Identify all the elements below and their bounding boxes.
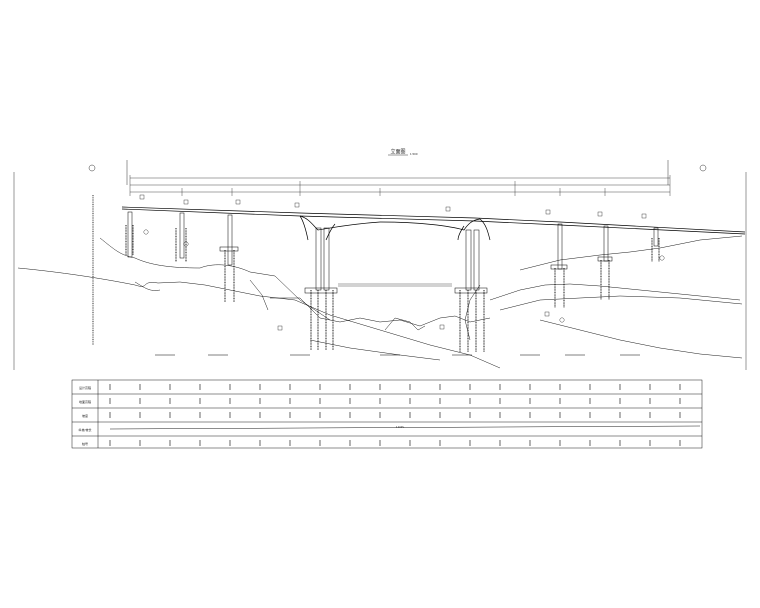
row-label-slope: 坡度 bbox=[82, 413, 88, 418]
row-label-grade-length: 纵坡/坡长 bbox=[78, 427, 91, 432]
pier-6 bbox=[465, 229, 472, 291]
slope-annotation: 2.200% bbox=[396, 426, 404, 429]
pile-foundations bbox=[125, 225, 660, 352]
piers bbox=[127, 211, 659, 291]
bridge-deck bbox=[121, 206, 746, 241]
pier-5 bbox=[323, 227, 330, 291]
pier-2 bbox=[179, 212, 185, 259]
pier-8 bbox=[557, 223, 563, 270]
row-label-station: 桩号 bbox=[82, 441, 88, 446]
end-markers bbox=[88, 160, 707, 185]
pier-9 bbox=[603, 225, 609, 262]
dimension-chain bbox=[129, 175, 671, 196]
pier-3 bbox=[227, 214, 233, 266]
pier-10 bbox=[653, 227, 659, 247]
table-row-labels: 设计高程 地面高程 坡度 纵坡/坡长 桩号 2.200% bbox=[78, 385, 404, 446]
profile-table bbox=[71, 379, 703, 449]
table-value-marks bbox=[109, 384, 681, 446]
pile-caps bbox=[219, 246, 613, 294]
pier-7 bbox=[473, 229, 480, 291]
pier-1 bbox=[127, 211, 133, 258]
ground-profile bbox=[17, 235, 743, 369]
water-level bbox=[338, 283, 452, 287]
pier-4 bbox=[315, 227, 322, 291]
row-label-design-elevation: 设计高程 bbox=[79, 385, 91, 390]
drawing-title: 立面图 bbox=[390, 148, 405, 155]
drawing-scale: 1:500 bbox=[410, 152, 418, 156]
pier-label-markers bbox=[139, 194, 665, 331]
row-label-ground-elevation: 地面高程 bbox=[79, 399, 91, 404]
